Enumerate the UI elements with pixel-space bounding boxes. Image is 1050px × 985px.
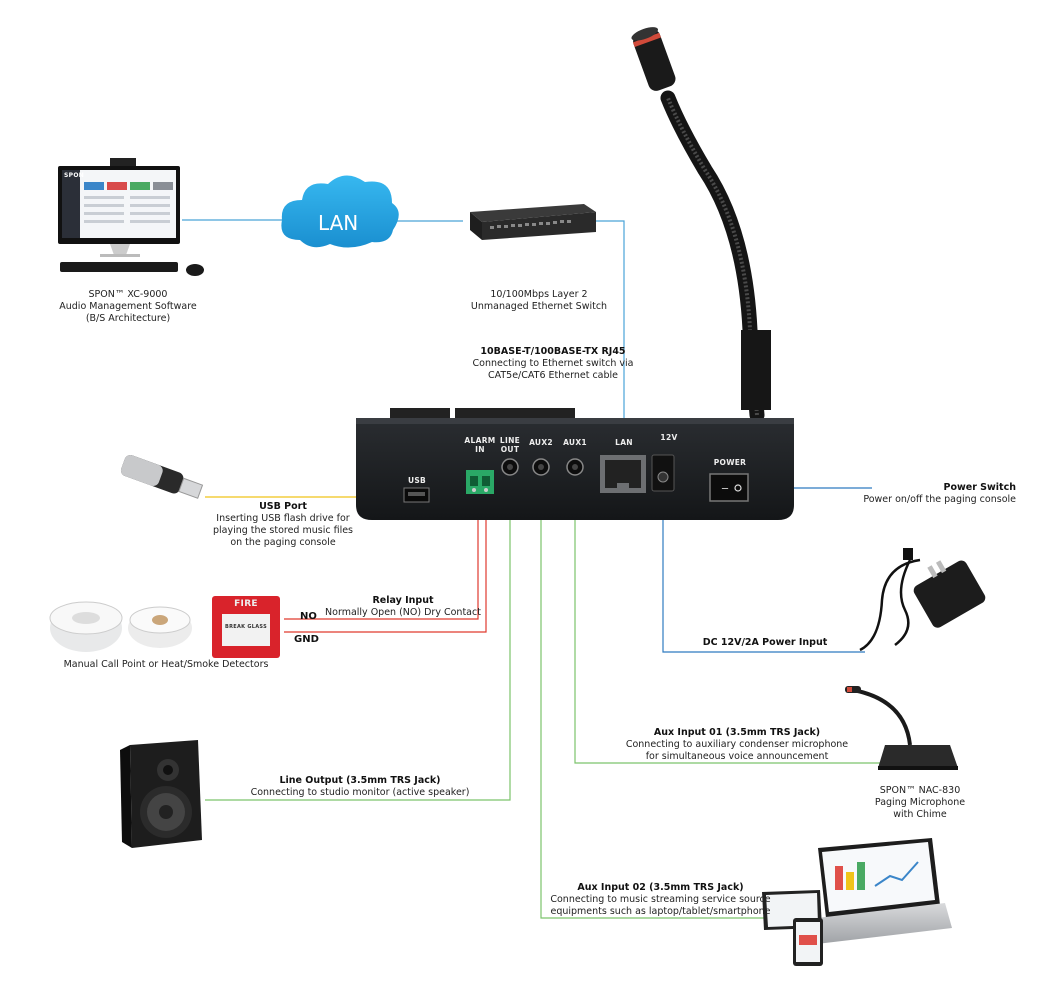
aux2-line	[540, 470, 765, 919]
break-glass-label: BREAK GLASS	[225, 624, 267, 630]
lan-cloud-icon	[281, 175, 399, 248]
ethernet-switch-icon	[470, 204, 596, 240]
relay-gnd-line	[284, 493, 487, 633]
aux2-input-label: Aux Input 02 (3.5mm TRS Jack)Connecting …	[550, 882, 771, 917]
manual-call-point-icon	[212, 596, 280, 658]
screen-brand: SPON	[64, 172, 85, 179]
panel-12v-label: 12V	[660, 433, 678, 442]
heat-detector-icon	[128, 606, 192, 648]
detectors-caption: Manual Call Point or Heat/Smoke Detector…	[63, 659, 269, 670]
laptop-icon	[800, 838, 952, 945]
dc-input-label: DC 12V/2A Power Input	[702, 637, 828, 648]
relay-no-label: NO	[300, 611, 317, 622]
lan-cloud-label: LAN	[318, 211, 359, 235]
studio-monitor-icon	[120, 740, 202, 848]
dc-line	[662, 478, 865, 653]
connection-lines	[182, 219, 887, 919]
relay-no-line	[284, 493, 479, 620]
line-output-label: Line Output (3.5mm TRS Jack)Connecting t…	[250, 775, 470, 798]
gooseneck-microphone	[631, 27, 771, 423]
usb-flash-drive-icon	[120, 455, 204, 499]
panel-power-label: POWER	[713, 458, 747, 467]
panel-usb-label: USB	[407, 476, 427, 485]
fire-label: FIRE	[234, 599, 258, 609]
panel-aux1-label: AUX1	[563, 438, 587, 447]
svg-text:─: ─	[721, 484, 729, 495]
panel-aux2-label: AUX2	[529, 438, 553, 447]
power-adapter-icon	[859, 548, 986, 652]
smoke-detector-icon	[49, 601, 123, 652]
switch-to-lan-port-line	[596, 220, 625, 463]
panel-lan-label: LAN	[615, 438, 633, 447]
aux1-input-label: Aux Input 01 (3.5mm TRS Jack)Connecting …	[625, 727, 849, 762]
relay-gnd-label: GND	[294, 634, 319, 645]
line-out-line	[205, 470, 511, 801]
pc-monitor-icon	[58, 158, 204, 276]
paging-console: ─	[356, 408, 794, 520]
smartphone-icon	[793, 918, 823, 966]
aux1-line	[574, 470, 887, 764]
desk-microphone-icon	[845, 686, 958, 770]
